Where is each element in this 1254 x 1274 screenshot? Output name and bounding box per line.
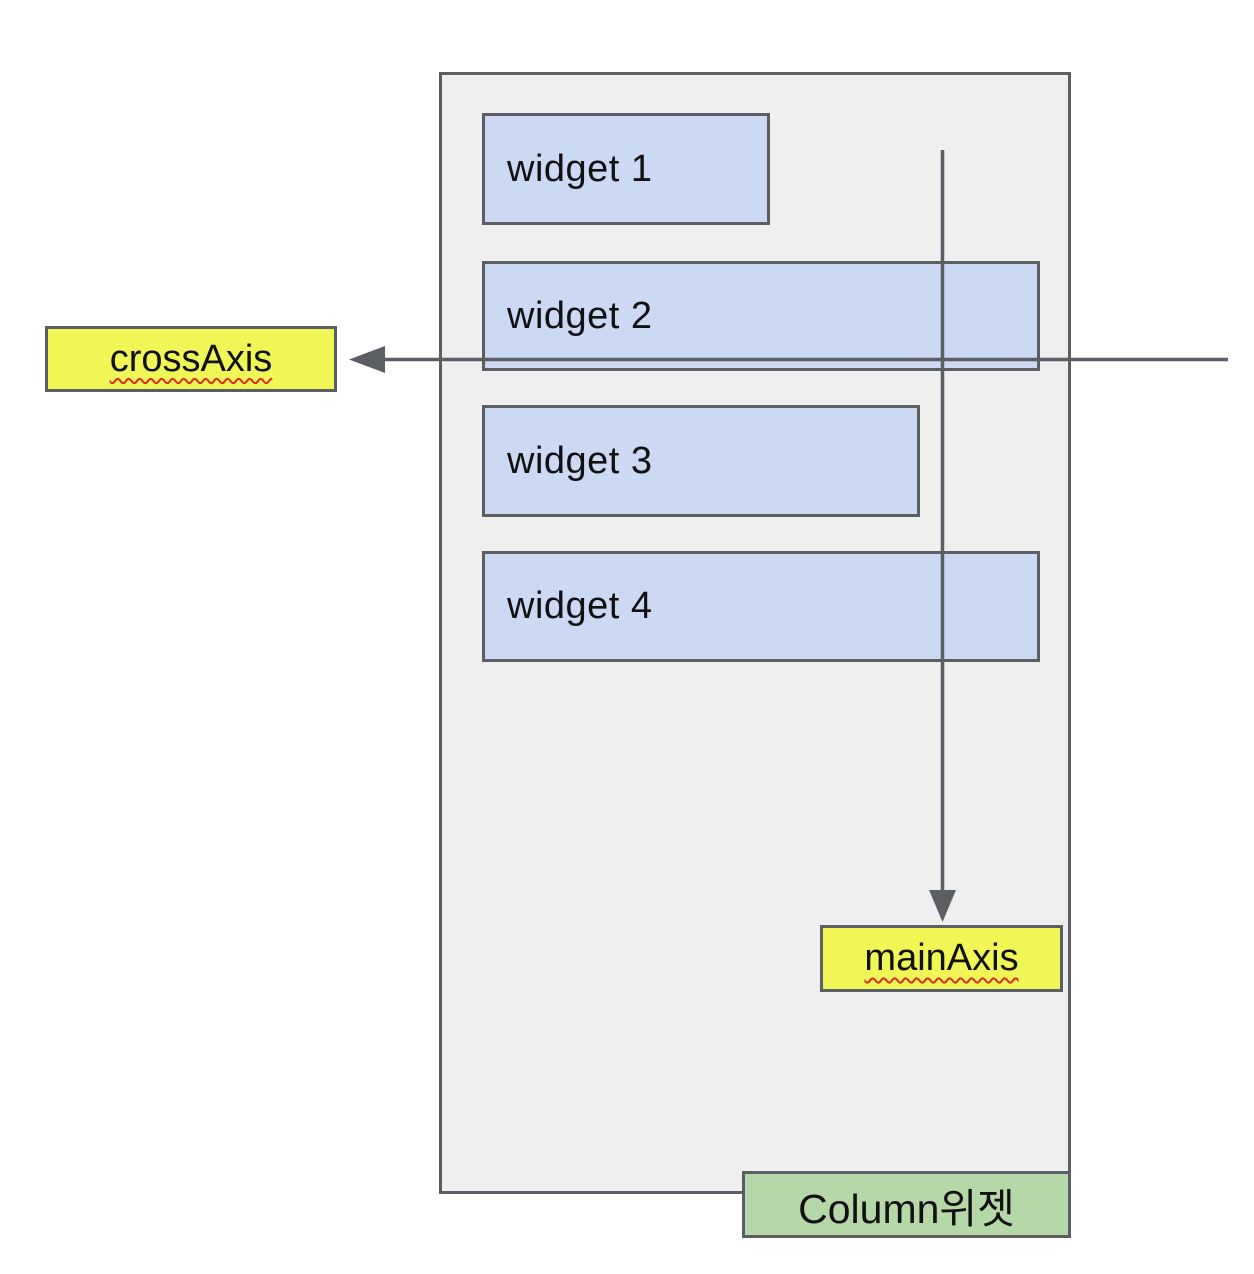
- cross-axis-label: crossAxis: [45, 326, 337, 392]
- cross-axis-label-text: crossAxis: [109, 337, 273, 380]
- widget-4-label: widget 4: [507, 585, 653, 627]
- widget-3-shape: widget 3: [482, 405, 920, 517]
- main-axis-label-text: mainAxis: [864, 937, 1019, 979]
- widget-3-label: widget 3: [507, 439, 653, 482]
- column-widget-label-text: Column위젯: [798, 1185, 1015, 1232]
- widget-1-shape: widget 1: [482, 113, 770, 225]
- widget-2-label: widget 2: [507, 294, 653, 337]
- widget-1-label: widget 1: [507, 147, 653, 190]
- column-widget-label: Column위젯: [742, 1171, 1071, 1238]
- widget-2-shape: widget 2: [482, 261, 1040, 371]
- main-axis-label: mainAxis: [820, 925, 1063, 992]
- widget-4-shape: widget 4: [482, 551, 1040, 662]
